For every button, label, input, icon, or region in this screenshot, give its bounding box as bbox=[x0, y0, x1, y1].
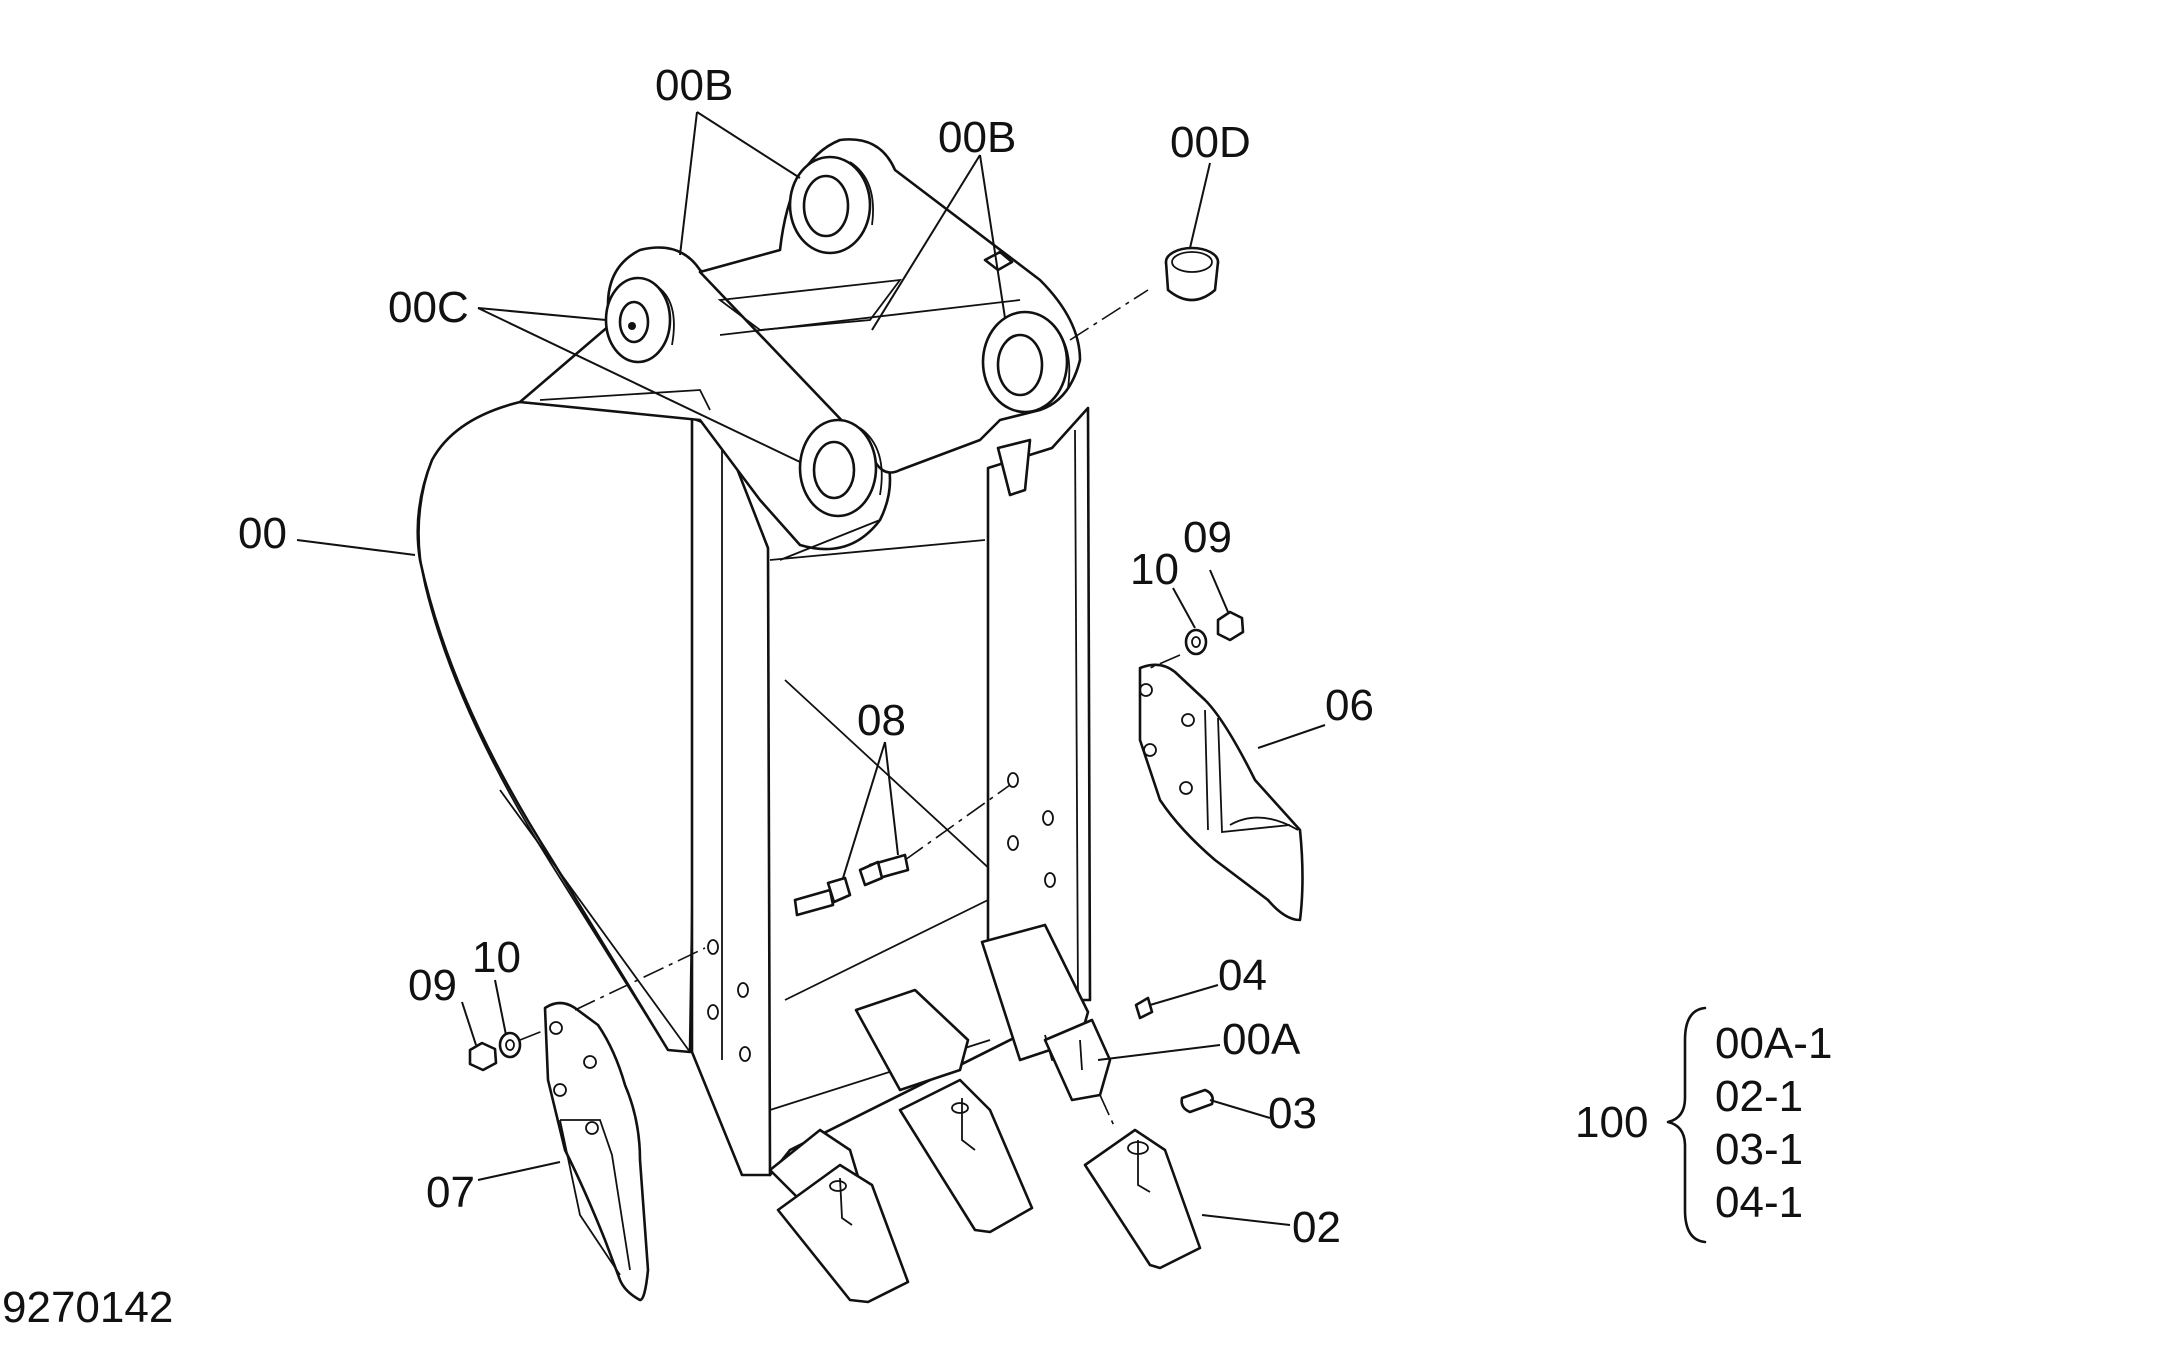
label-pin: 03 bbox=[1268, 1089, 1317, 1138]
pin-03 bbox=[1180, 1088, 1214, 1114]
label-side-cutter-left: 07 bbox=[426, 1168, 475, 1217]
washer-10-left bbox=[498, 1031, 522, 1059]
label-kit: 100 bbox=[1575, 1098, 1648, 1147]
bolt-08-b bbox=[858, 853, 910, 887]
bushing-d bbox=[1164, 246, 1220, 302]
drawing-number: 9270142 bbox=[2, 1283, 173, 1332]
bolt-holes-right bbox=[1007, 772, 1056, 888]
kit-item: 00A-1 bbox=[1715, 1019, 1832, 1068]
bushing-b-right bbox=[981, 310, 1071, 414]
label-washer-left: 10 bbox=[472, 933, 521, 982]
kit-item: 04-1 bbox=[1715, 1178, 1803, 1227]
kit-brace bbox=[1666, 1006, 1707, 1244]
bolt-08-a bbox=[793, 876, 852, 917]
bolt-holes-left bbox=[707, 939, 751, 1062]
label-nut-left: 09 bbox=[408, 961, 457, 1010]
label-lock: 04 bbox=[1218, 951, 1267, 1000]
label-side-cutter-right: 06 bbox=[1325, 681, 1374, 730]
bushing-c-lower bbox=[798, 418, 883, 518]
side-cutter-right bbox=[1138, 663, 1304, 922]
label-bolt: 08 bbox=[857, 696, 906, 745]
label-bushing-c: 00C bbox=[388, 283, 469, 332]
kit-item: 02-1 bbox=[1715, 1072, 1803, 1121]
label-tooth: 02 bbox=[1292, 1203, 1341, 1252]
label-nut-right: 09 bbox=[1183, 513, 1232, 562]
kit-item: 03-1 bbox=[1715, 1125, 1803, 1174]
callout-labels: 00 00B 00B 00C 00D 08 06 09 10 04 00A 03… bbox=[2, 61, 1832, 1332]
bushing-b-top bbox=[788, 155, 874, 255]
bucket-side-plate-left bbox=[416, 400, 702, 1054]
label-bucket: 00 bbox=[238, 509, 287, 558]
tooth-left bbox=[776, 1163, 910, 1304]
lock-04 bbox=[1134, 996, 1154, 1020]
bucket-body bbox=[416, 400, 1092, 1177]
label-bushing-b-right: 00B bbox=[938, 113, 1016, 162]
label-adapter: 00A bbox=[1222, 1015, 1301, 1064]
side-cutter-left bbox=[543, 1001, 650, 1302]
tooth-exploded bbox=[1083, 1128, 1202, 1270]
bucket-front-plate-left bbox=[690, 416, 772, 1177]
nut-09-left bbox=[468, 1041, 498, 1072]
tooth-center bbox=[898, 1078, 1034, 1234]
adapter-exploded bbox=[1043, 1018, 1112, 1102]
label-bushing-d: 00D bbox=[1170, 118, 1251, 167]
washer-10-right bbox=[1184, 628, 1208, 656]
label-bushing-b-top: 00B bbox=[655, 61, 733, 110]
nut-09-right bbox=[1216, 610, 1245, 642]
label-washer-right: 10 bbox=[1130, 545, 1179, 594]
adapter-center bbox=[854, 988, 970, 1092]
leader-lines bbox=[296, 111, 1326, 1226]
